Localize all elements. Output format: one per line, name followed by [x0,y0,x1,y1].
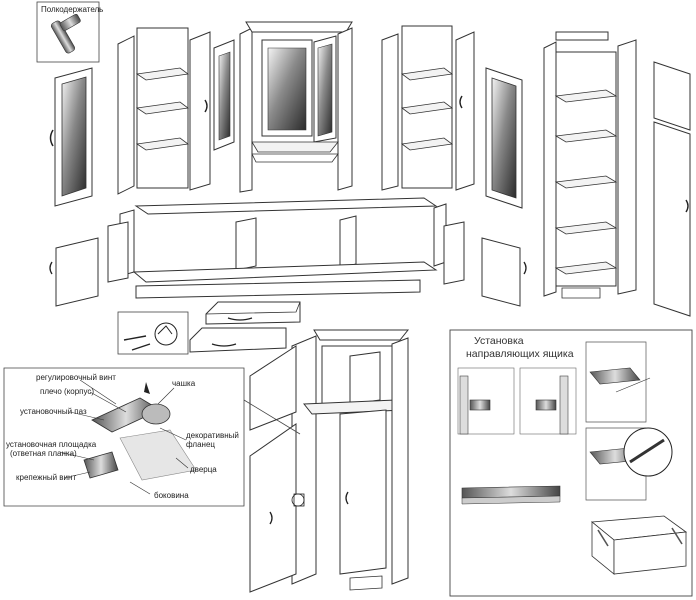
wardrobe-assembly [249,329,410,593]
tall-cabinet-right [543,31,691,317]
drawer-boxes [189,301,301,353]
runner-detail-right [519,367,577,435]
center-glass-cabinet [213,21,353,193]
drawer-runner-panel: Установка направляющих ящика [449,329,693,597]
drawer-panel-title-line2: направляющих ящика [466,348,574,360]
label-adjust-screw: регулировочный винт [36,373,116,382]
left-cabinet-side-panels [117,27,211,195]
hinge-icon [83,382,197,481]
tv-stand-base [49,197,527,307]
drawer-panel-title-line1: Установка [474,335,524,347]
runner-detail-left [457,367,515,435]
runner-rail [461,485,561,505]
label-door: дверца [190,465,217,474]
watermark-text: barahla.net [562,577,642,594]
label-shoulder: плечо (корпус) [40,387,94,396]
label-mount-slot: установочный паз [20,407,87,416]
magnifier-icon [623,427,673,477]
drawer-on-runners [590,515,688,575]
cam-lock-inset [117,311,189,355]
glass-door-right [485,67,523,209]
hinge-callout: регулировочный винт плечо (корпус) чашка… [3,367,301,507]
label-deco-flange-1: декоративный [186,431,239,440]
hinge-leader-lines [59,379,189,495]
shelf-support-label: Полкодержатель [41,5,103,14]
label-side-wall: боковина [154,491,189,500]
shelf-support-pin-icon [50,13,81,54]
label-deco-flange-2: фланец [186,440,215,449]
runner-carcass-view [585,341,651,501]
glass-door-left [49,67,93,207]
shelf-support-inset: Полкодержатель [36,1,103,63]
watermark: barahla.net [562,577,642,594]
label-mount-plate-2: (ответная планка) [10,449,77,458]
label-mount-plate-1: установочная площадка [6,440,97,449]
right-cabinet-side-panels [381,25,475,191]
label-cup: чашка [172,379,196,388]
label-fix-screw: крепежный винт [16,473,76,482]
